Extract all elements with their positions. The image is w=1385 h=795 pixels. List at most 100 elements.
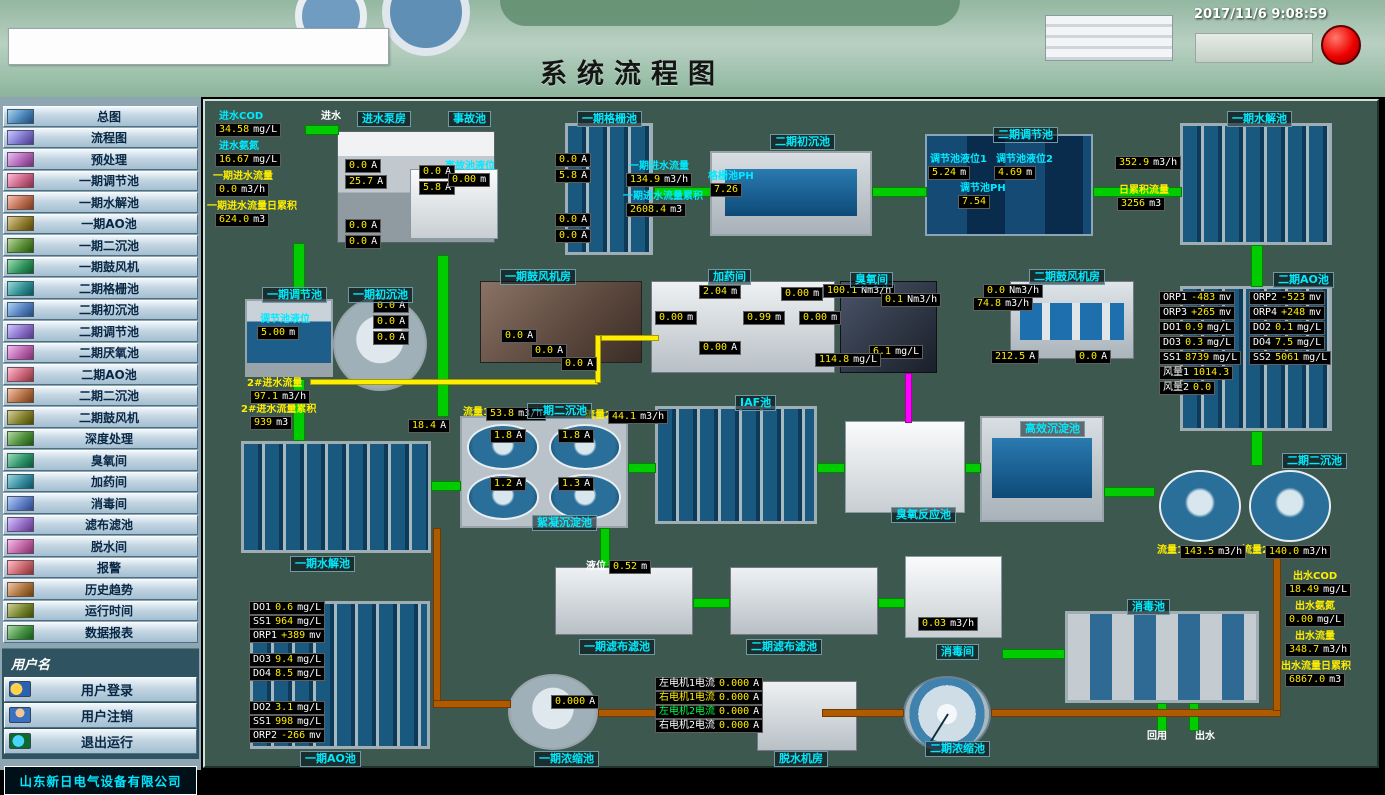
value-number: 0.0 xyxy=(559,154,578,165)
plant-title-t-grate[interactable]: 一期格栅池 xyxy=(577,111,642,127)
plant-title-t-ozone[interactable]: 臭氧间 xyxy=(850,272,893,288)
label-hyd1-t: 日累积流量 xyxy=(1119,185,1169,196)
sidebar-item-14[interactable]: 二期二沉池 xyxy=(3,385,198,406)
menu-thumbnail-icon xyxy=(7,388,34,404)
exit-button[interactable]: 退出运行 xyxy=(4,728,197,754)
plant-title-t-ao1[interactable]: 一期AO池 xyxy=(300,751,361,767)
menu-thumbnail-icon xyxy=(7,431,34,447)
sidebar-item-4[interactable]: 一期调节池 xyxy=(3,170,198,191)
regulation-pool2-graphic xyxy=(925,134,1093,236)
plant-title-t-iaf[interactable]: IAF池 xyxy=(735,395,777,411)
value-unit: m xyxy=(775,312,782,323)
menu-thumbnail-icon xyxy=(7,280,34,296)
plant-title-t-blow2[interactable]: 二期鼓风机房 xyxy=(1029,269,1105,285)
plant-title-t-disr[interactable]: 消毒间 xyxy=(936,644,979,660)
sidebar-item-16[interactable]: 深度处理 xyxy=(3,428,198,449)
pair-label: DO4 xyxy=(253,668,272,679)
pipe-segment xyxy=(431,481,461,491)
plant-title-t-hyd1[interactable]: 一期水解池 xyxy=(1227,111,1292,127)
sidebar-item-15[interactable]: 二期鼓风机 xyxy=(3,407,198,428)
label-flow1: 一期进水流量 xyxy=(629,161,689,172)
pipe-segment xyxy=(822,709,904,717)
sidebar-item-19[interactable]: 消毒间 xyxy=(3,493,198,514)
sidebar-item-18[interactable]: 加药间 xyxy=(3,471,198,492)
label-in-q1: 一期进水流量 xyxy=(213,171,273,182)
plant-title-t-disp[interactable]: 消毒池 xyxy=(1127,599,1170,615)
plant-title-t-fil1[interactable]: 一期滤布滤池 xyxy=(579,639,655,655)
pair-number: 9.4 xyxy=(275,654,294,665)
plant-title-t-hydm[interactable]: 一期水解池 xyxy=(290,556,355,572)
value-v-ph1: 7.26 xyxy=(710,183,743,197)
plant-title-t-ozr[interactable]: 臭氧反应池 xyxy=(891,507,956,523)
sidebar-item-6[interactable]: 一期AO池 xyxy=(3,213,198,234)
sidebar-item-9[interactable]: 二期格栅池 xyxy=(3,278,198,299)
login-button[interactable]: 用户登录 xyxy=(4,676,197,702)
plant-title-t-pc1[interactable]: 一期初沉池 xyxy=(348,287,413,303)
value-number: 212.5 xyxy=(995,351,1026,362)
plant-title-t-pump[interactable]: 进水泵房 xyxy=(357,111,411,127)
plant-title-t-reg1[interactable]: 一期调节池 xyxy=(262,287,327,303)
pair-number: 5061 xyxy=(1275,352,1300,363)
header-blank-panel xyxy=(8,28,389,65)
pair-unit: mg/L xyxy=(1207,337,1232,348)
sidebar-item-22[interactable]: 报警 xyxy=(3,557,198,578)
sidebar-item-2[interactable]: 流程图 xyxy=(3,127,198,148)
plant-title-t-fil2[interactable]: 二期滤布滤池 xyxy=(746,639,822,655)
alarm-indicator-lamp[interactable] xyxy=(1321,25,1361,65)
pair-label: 左电机1电流 xyxy=(659,678,716,689)
plant-title-t-acc[interactable]: 事故池 xyxy=(448,111,491,127)
sidebar-item-20[interactable]: 滤布滤池 xyxy=(3,514,198,535)
plant-title-t-th2[interactable]: 二期浓缩池 xyxy=(925,741,990,757)
sidebar-item-1[interactable]: 总图 xyxy=(3,106,198,127)
value-number: 1.2 xyxy=(494,478,513,489)
label-in-nh: 进水氨氮 xyxy=(219,141,259,152)
sidebar-item-3[interactable]: 预处理 xyxy=(3,149,198,170)
plant-title-t-floc[interactable]: 絮凝沉淀池 xyxy=(532,515,597,531)
sidebar-item-17[interactable]: 臭氧间 xyxy=(3,450,198,471)
pipe-segment xyxy=(601,335,659,341)
sidebar-item-24[interactable]: 运行时间 xyxy=(3,600,198,621)
sidebar-item-label: 二期鼓风机 xyxy=(78,410,139,425)
sidebar-item-13[interactable]: 二期AO池 xyxy=(3,364,198,385)
plant-title-t-reg2[interactable]: 二期调节池 xyxy=(993,127,1058,143)
plant-title-t-pc2[interactable]: 二期初沉池 xyxy=(770,134,835,150)
sidebar-item-21[interactable]: 脱水间 xyxy=(3,536,198,557)
value-number: 34.58 xyxy=(219,124,250,135)
sidebar-item-25[interactable]: 数据报表 xyxy=(3,622,198,643)
sidebar-item-10[interactable]: 二期初沉池 xyxy=(3,299,198,320)
sidebar-item-23[interactable]: 历史趋势 xyxy=(3,579,198,600)
value-unit: m xyxy=(641,561,648,572)
company-name: 山东新日电气设备有限公司 xyxy=(4,765,197,795)
value-number: 7.26 xyxy=(714,184,739,195)
sidebar-item-7[interactable]: 一期二沉池 xyxy=(3,235,198,256)
plant-title-t-th1[interactable]: 一期浓缩池 xyxy=(534,751,599,767)
plant-title-t-blow1[interactable]: 一期鼓风机房 xyxy=(500,269,576,285)
plant-title-t-dose[interactable]: 加药间 xyxy=(708,269,751,285)
pipe-segment xyxy=(905,373,912,423)
logout-button[interactable]: 用户注销 xyxy=(4,702,197,728)
plant-title-t-dew[interactable]: 脱水机房 xyxy=(774,751,828,767)
pair-number: 8739 xyxy=(1185,352,1210,363)
sidebar-item-8[interactable]: 一期鼓风机 xyxy=(3,256,198,277)
plant-title-t-ao2[interactable]: 二期AO池 xyxy=(1273,272,1334,288)
pair-number: 1014.3 xyxy=(1193,367,1230,378)
plant-title-t-sc2[interactable]: 二期二沉池 xyxy=(1282,453,1347,469)
sidebar-item-12[interactable]: 二期厌氧池 xyxy=(3,342,198,363)
sidebar-item-5[interactable]: 一期水解池 xyxy=(3,192,198,213)
plant-title-t-hes[interactable]: 高效沉淀池 xyxy=(1020,421,1085,437)
plant-title-t-sc1[interactable]: 一期二沉池 xyxy=(527,403,592,419)
sidebar-item-11[interactable]: 二期调节池 xyxy=(3,321,198,342)
value-unit: m3 xyxy=(1149,198,1162,209)
label-reg2-ph: 调节池PH xyxy=(960,183,1006,194)
